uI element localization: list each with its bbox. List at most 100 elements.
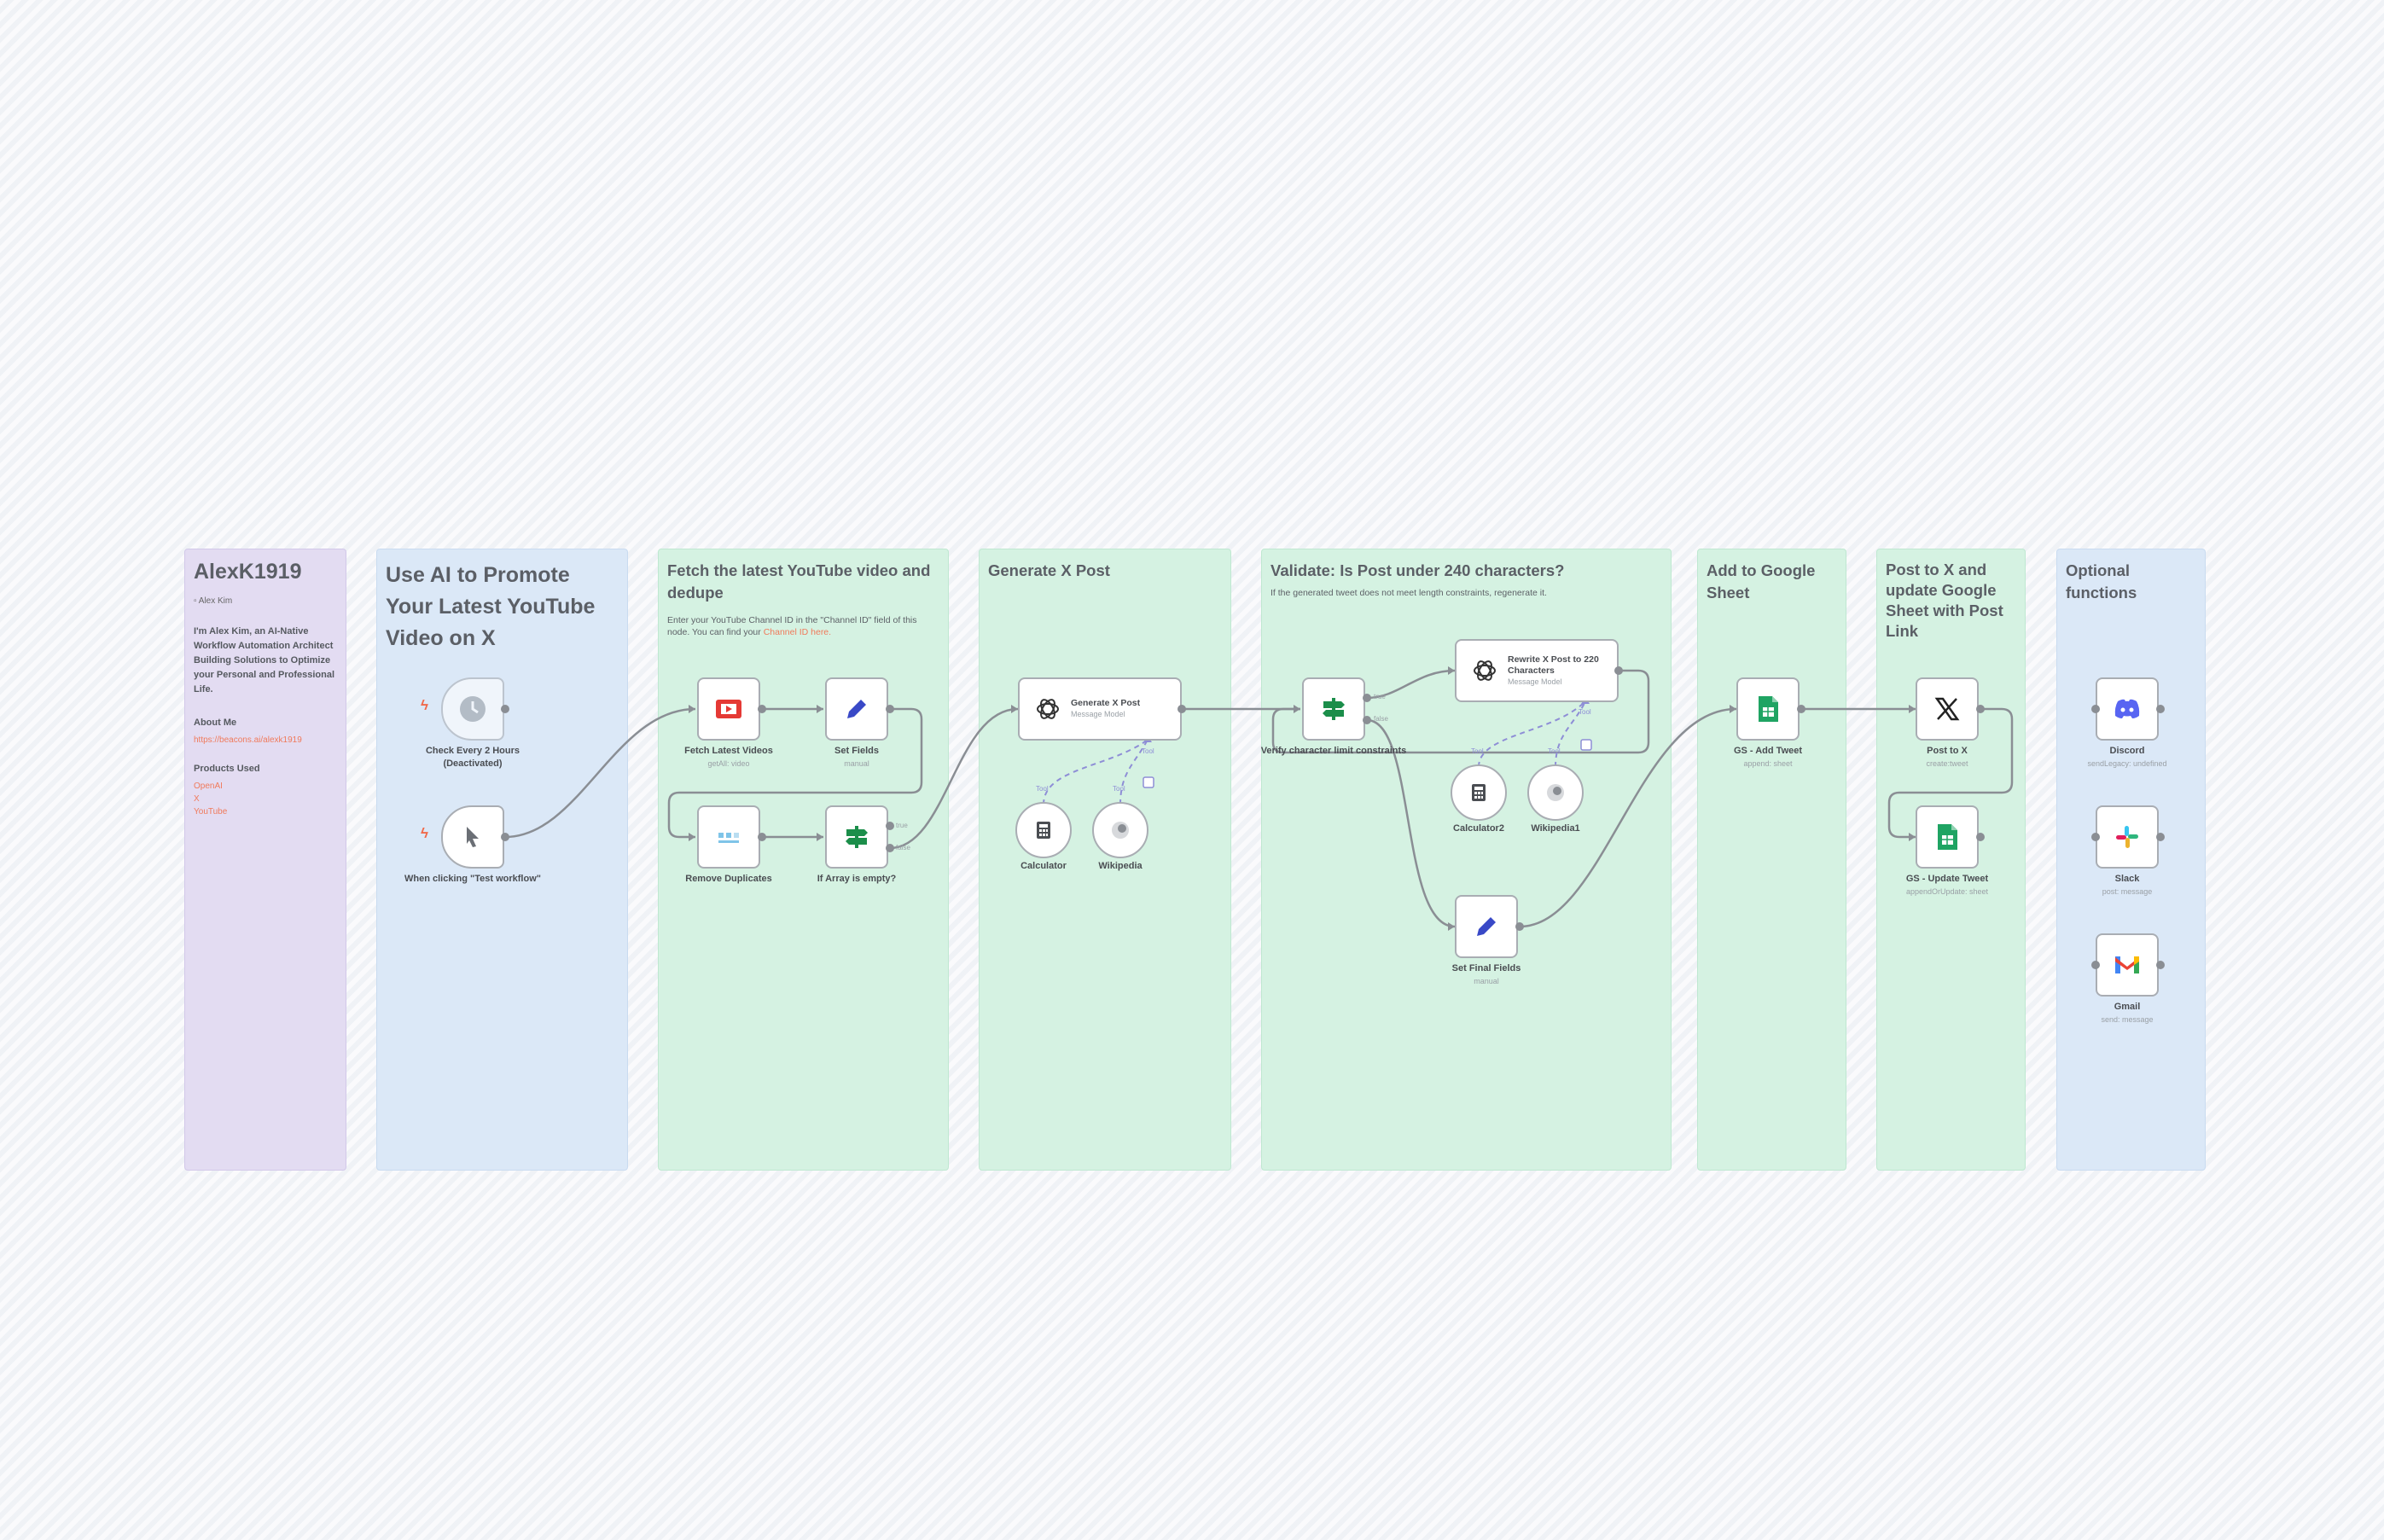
calculator-icon — [1472, 784, 1486, 801]
label-if-array-empty: If Array is empty? — [817, 874, 897, 884]
port-out[interactable] — [2156, 961, 2165, 969]
port-out[interactable] — [1976, 705, 1985, 713]
port-out[interactable] — [886, 705, 894, 713]
channel-id-link[interactable]: Channel ID here. — [763, 627, 832, 637]
sub-set-fields: manual — [844, 759, 869, 768]
port-out[interactable] — [758, 705, 766, 713]
about-link[interactable]: https://beacons.ai/alexk1919 — [194, 735, 302, 745]
fetch-description-text: Enter your YouTube Channel ID in the "Ch… — [667, 615, 917, 637]
pencil-icon — [1477, 917, 1496, 936]
edge-postx-to-gsupdate — [1887, 707, 2014, 839]
note-profile[interactable]: AlexK1919 ▫ Alex Kim I'm Alex Kim, an AI… — [184, 549, 346, 1171]
node-set-fields[interactable] — [825, 677, 888, 741]
sub-gs-add-tweet: append: sheet — [1743, 759, 1793, 768]
port-out[interactable] — [1177, 705, 1186, 713]
node-set-final-fields[interactable] — [1455, 895, 1518, 958]
sub-post-to-x: create:tweet — [1926, 759, 1968, 768]
validate-title: Validate: Is Post under 240 characters? — [1270, 561, 1565, 579]
node-discord[interactable] — [2096, 677, 2159, 741]
node-gs-add-tweet[interactable] — [1736, 677, 1800, 741]
note-generate[interactable]: Generate X Post — [979, 549, 1231, 1171]
port-out[interactable] — [1614, 666, 1623, 675]
port-out[interactable] — [2156, 705, 2165, 713]
sub-generate-x-post: Message Model — [1071, 710, 1125, 718]
add-tool-button-2 — [1580, 739, 1592, 751]
port-out[interactable] — [501, 833, 509, 841]
profile-image-alt: ▫ Alex Kim — [194, 596, 233, 606]
if-icon — [1323, 698, 1345, 720]
port-out[interactable] — [1515, 922, 1524, 931]
node-fetch-latest-videos[interactable] — [697, 677, 760, 741]
port-true[interactable] — [886, 822, 894, 830]
post-title: Post to X and update Google Sheet with P… — [1886, 561, 2003, 640]
edge-calculator2-to-rewrite — [1478, 700, 1586, 768]
port-out[interactable] — [758, 833, 766, 841]
port-out[interactable] — [1797, 705, 1805, 713]
product-openai[interactable]: OpenAI — [194, 782, 223, 791]
port-out[interactable] — [1976, 833, 1985, 841]
node-slack[interactable] — [2096, 805, 2159, 869]
generate-title: Generate X Post — [988, 561, 1110, 579]
node-calculator[interactable] — [1015, 802, 1072, 858]
node-post-to-x[interactable] — [1916, 677, 1979, 741]
if-array-true-label: true — [896, 822, 908, 829]
node-wikipedia[interactable] — [1092, 802, 1148, 858]
label-slack: Slack — [2114, 874, 2140, 884]
sub-gs-update-tweet: appendOrUpdate: sheet — [1905, 887, 1989, 896]
label-set-final-fields: Set Final Fields — [1451, 963, 1521, 973]
label-discord: Discord — [2109, 746, 2145, 756]
label-calculator2: Calculator2 — [1453, 823, 1504, 834]
sub-gmail: send: message — [2101, 1015, 2154, 1024]
port-false[interactable] — [1363, 716, 1371, 724]
product-x[interactable]: X — [194, 794, 200, 804]
calculator-icon — [1037, 822, 1050, 839]
node-wikipedia1[interactable] — [1527, 764, 1584, 821]
label-calculator: Calculator — [1020, 861, 1067, 871]
sub-slack: post: message — [2102, 887, 2153, 896]
port-in[interactable] — [2091, 833, 2100, 841]
node-verify-character-limit[interactable] — [1302, 677, 1365, 741]
profile-bio: I'm Alex Kim, an AI-Native Workflow Auto… — [194, 626, 335, 694]
port-true[interactable] — [1363, 694, 1371, 702]
node-schedule-trigger[interactable] — [441, 677, 504, 741]
port-in[interactable] — [2091, 705, 2100, 713]
sub-set-final-fields: manual — [1474, 977, 1499, 985]
label-gmail: Gmail — [2114, 1002, 2141, 1012]
label-wikipedia: Wikipedia — [1098, 861, 1143, 871]
node-gmail[interactable] — [2096, 933, 2159, 997]
x-logo-icon — [1934, 697, 1960, 721]
google-sheets-icon — [1759, 696, 1778, 722]
edge-calculator-to-generate — [1043, 739, 1148, 805]
node-manual-trigger[interactable] — [441, 805, 504, 869]
label-gs-update-tweet: GS - Update Tweet — [1905, 874, 1989, 884]
label-set-fields: Set Fields — [834, 746, 879, 756]
port-false[interactable] — [886, 844, 894, 852]
profile-title: AlexK1919 — [194, 560, 302, 584]
node-remove-duplicates[interactable] — [697, 805, 760, 869]
node-if-array-empty[interactable] — [825, 805, 888, 869]
rewrite-tool-label: Tool — [1579, 708, 1591, 716]
sub-discord: sendLegacy: undefined — [2087, 759, 2167, 768]
port-out[interactable] — [501, 705, 509, 713]
add-tool-button — [1143, 776, 1154, 788]
port-in[interactable] — [2091, 961, 2100, 969]
profile-image-alt-text: Alex Kim — [198, 596, 233, 606]
clock-icon — [460, 696, 486, 722]
label-manual: When clicking "Test workflow" — [404, 874, 541, 884]
name-rewrite-x-post: Rewrite X Post to 220 Characters — [1508, 654, 1599, 676]
name-generate-x-post: Generate X Post — [1071, 698, 1141, 708]
fetch-description: Enter your YouTube Channel ID in the "Ch… — [667, 614, 939, 638]
note-sheet[interactable]: Add to Google Sheet — [1697, 549, 1846, 1171]
label-gs-add-tweet: GS - Add Tweet — [1733, 746, 1803, 756]
port-out[interactable] — [2156, 833, 2165, 841]
edge-setfinal-to-gsadd — [1519, 707, 1737, 928]
sub-rewrite-x-post: Message Model — [1508, 677, 1562, 686]
product-youtube[interactable]: YouTube — [194, 807, 228, 816]
calculator2-tool-label: Tool — [1471, 747, 1484, 755]
verify-false-label: false — [1374, 715, 1388, 723]
node-gs-update-tweet[interactable] — [1916, 805, 1979, 869]
node-calculator2[interactable] — [1451, 764, 1507, 821]
